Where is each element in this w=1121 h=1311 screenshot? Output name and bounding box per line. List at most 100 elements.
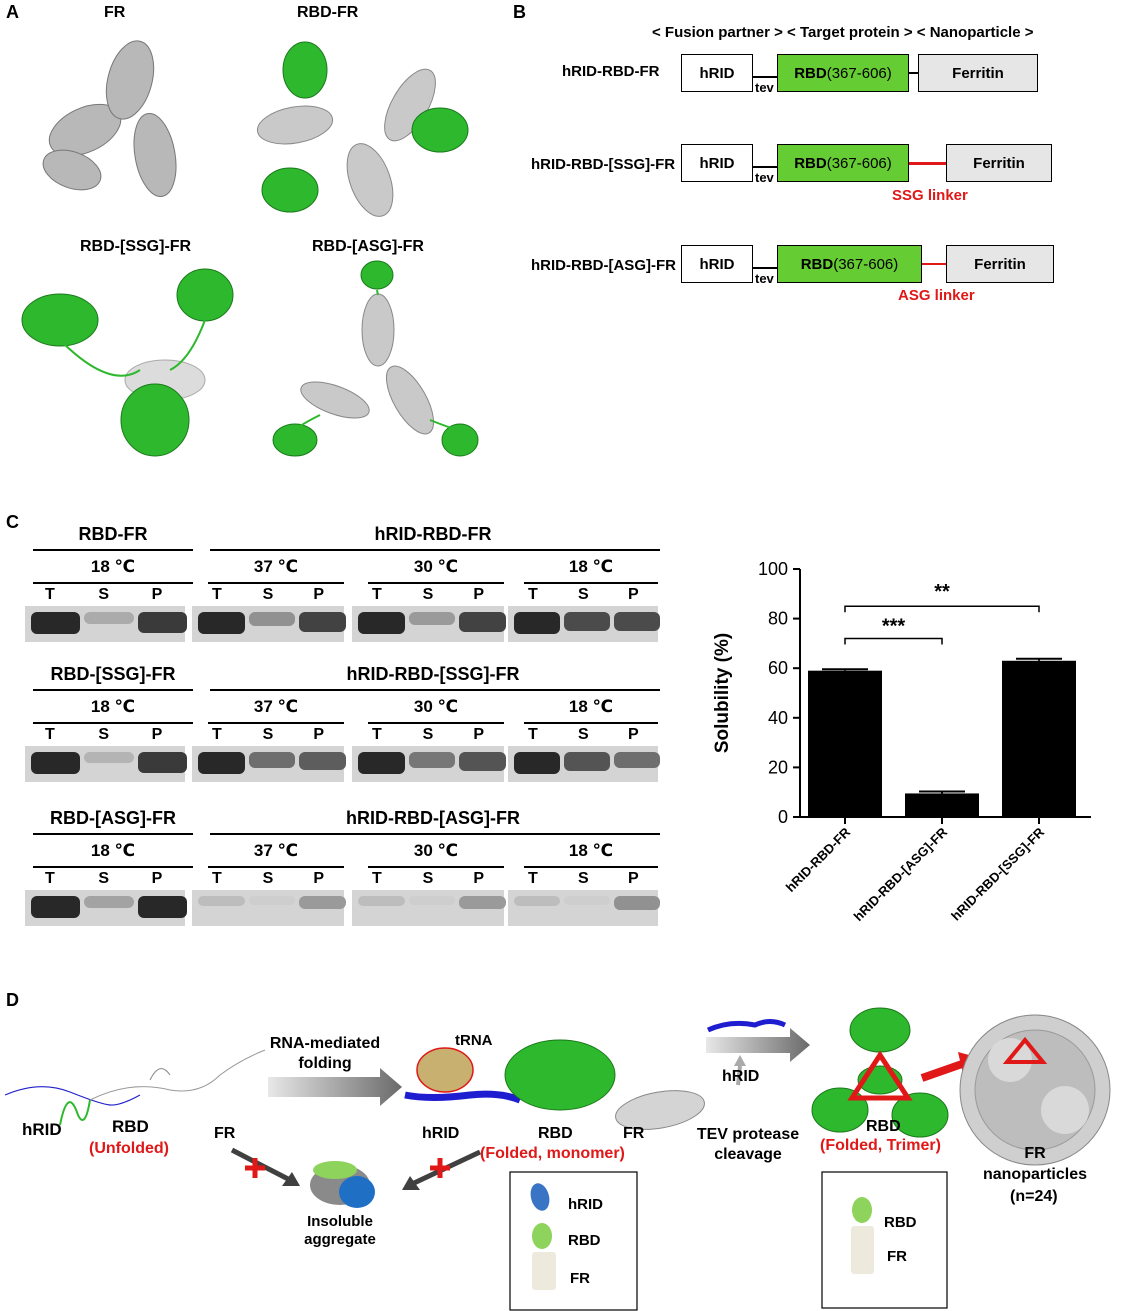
lane-label: S bbox=[578, 726, 589, 743]
significance-marker: ** bbox=[934, 581, 950, 603]
bar bbox=[808, 670, 882, 817]
rbd-asg-fr-structure bbox=[272, 260, 479, 457]
lane-label: T bbox=[528, 726, 538, 743]
legend2-rbd: RBD bbox=[884, 1214, 917, 1231]
gel-band bbox=[358, 612, 405, 634]
lane-label: S bbox=[98, 586, 109, 603]
divider bbox=[33, 689, 193, 691]
divider bbox=[368, 722, 504, 724]
rbd-box: RBD(367-606) bbox=[777, 245, 922, 283]
lane-label: T bbox=[372, 726, 382, 743]
x-tick-label: hRID-RBD-[ASG]-FR bbox=[851, 824, 951, 924]
temperature-label: 18 ℃ bbox=[568, 697, 614, 716]
gel-band bbox=[408, 896, 456, 905]
divider bbox=[208, 582, 344, 584]
lane-label: S bbox=[98, 726, 109, 743]
folded-trimer-label: (Folded, Trimer) bbox=[820, 1137, 941, 1154]
lane-label: P bbox=[473, 726, 484, 743]
rbd-box: RBD(367-606) bbox=[777, 144, 909, 182]
temperature-label: 18 ℃ bbox=[90, 841, 136, 860]
lane-label: S bbox=[98, 870, 109, 887]
lane-label: T bbox=[372, 870, 382, 887]
fr-label-left: FR bbox=[214, 1125, 236, 1142]
divider bbox=[210, 549, 660, 551]
divider bbox=[33, 582, 193, 584]
significance-bracket bbox=[844, 637, 943, 645]
panel-b-label: B bbox=[513, 2, 526, 22]
divider bbox=[33, 549, 193, 551]
ferritin-box: Ferritin bbox=[918, 54, 1038, 92]
gel-band bbox=[614, 612, 660, 632]
gel-band bbox=[564, 612, 610, 632]
lane-label: P bbox=[151, 726, 163, 743]
temperature-label: 30 ℃ bbox=[413, 557, 459, 576]
gel-band bbox=[137, 612, 187, 633]
legend1-fr: FR bbox=[570, 1270, 590, 1287]
divider bbox=[208, 722, 344, 724]
structure-title-fr: FR bbox=[104, 4, 126, 21]
y-tick-label: 0 bbox=[778, 807, 788, 827]
gel-band bbox=[198, 896, 245, 907]
gel-band bbox=[459, 612, 506, 632]
gel-band bbox=[564, 896, 610, 905]
gel-band bbox=[31, 896, 81, 918]
divider bbox=[208, 866, 344, 868]
lane-label: S bbox=[422, 870, 434, 887]
lane-label: T bbox=[45, 586, 55, 603]
ferritin-box: Ferritin bbox=[946, 144, 1052, 182]
gel-construct-title: hRID-RBD-[ASG]-FR bbox=[346, 808, 520, 828]
y-tick-label: 60 bbox=[768, 658, 788, 678]
temperature-label: 18 ℃ bbox=[568, 557, 614, 576]
lane-label: P bbox=[151, 586, 163, 603]
fr-nanoparticles-label: FR nanoparticles bbox=[982, 1145, 1088, 1183]
x-tick-label: hRID-RBD-FR bbox=[783, 824, 854, 895]
lane-label: S bbox=[578, 586, 589, 603]
folding-schematic bbox=[4, 1007, 1111, 1311]
divider bbox=[368, 866, 504, 868]
fusion-partner-box: hRID bbox=[681, 54, 753, 92]
gel-construct-title: hRID-RBD-[SSG]-FR bbox=[346, 664, 520, 684]
lane-label: S bbox=[262, 726, 274, 743]
lane-label: T bbox=[45, 870, 55, 887]
trna-label: tRNA bbox=[455, 1032, 493, 1049]
lane-label: S bbox=[262, 870, 274, 887]
temperature-label: 37 ℃ bbox=[253, 697, 299, 716]
structure-title-rbd-asg-fr: RBD-[ASG]-FR bbox=[312, 238, 424, 255]
unfolded-state-label: (Unfolded) bbox=[89, 1140, 169, 1157]
temperature-label: 18 ℃ bbox=[568, 841, 614, 860]
gel-band bbox=[564, 752, 610, 771]
lane-label: T bbox=[212, 870, 222, 887]
legend1-hrid: hRID bbox=[568, 1196, 603, 1213]
panel-d-label: D bbox=[6, 990, 19, 1010]
gel-band bbox=[514, 752, 560, 774]
temperature-label: 37 ℃ bbox=[253, 841, 299, 860]
protein-structure-images bbox=[21, 40, 479, 457]
gel-band bbox=[358, 896, 405, 907]
structure-title-rbd-ssg-fr: RBD-[SSG]-FR bbox=[80, 238, 192, 255]
divider bbox=[210, 689, 660, 691]
construct-name: hRID-RBD-[SSG]-FR bbox=[531, 156, 676, 173]
divider bbox=[524, 722, 658, 724]
hrid-fused-label: hRID bbox=[422, 1125, 460, 1142]
lane-label: P bbox=[151, 870, 163, 887]
gel-band bbox=[84, 752, 134, 763]
fusion-partner-box: hRID bbox=[681, 245, 753, 283]
lane-label: S bbox=[262, 586, 274, 603]
temperature-label: 37 ℃ bbox=[253, 557, 299, 576]
divider bbox=[33, 833, 193, 835]
gel-band bbox=[514, 896, 560, 907]
rbd-fr-structure bbox=[256, 41, 469, 217]
temperature-label: 30 ℃ bbox=[413, 697, 459, 716]
y-axis-title: Solubility (%) bbox=[712, 633, 733, 753]
asg-linker-line bbox=[922, 263, 946, 265]
ssg-linker-line bbox=[909, 162, 946, 165]
rbd-trimer-label: RBD bbox=[866, 1118, 901, 1135]
gel-control-title: RBD-[ASG]-FR bbox=[50, 808, 176, 828]
temperature-label: 18 ℃ bbox=[90, 557, 136, 576]
hrid-unfolded-label: hRID bbox=[22, 1120, 62, 1139]
fusion-partner-box: hRID bbox=[681, 144, 753, 182]
divider bbox=[33, 866, 193, 868]
panel-c-label: C bbox=[6, 512, 19, 532]
gel-band bbox=[514, 612, 560, 634]
gel-band bbox=[31, 752, 81, 774]
